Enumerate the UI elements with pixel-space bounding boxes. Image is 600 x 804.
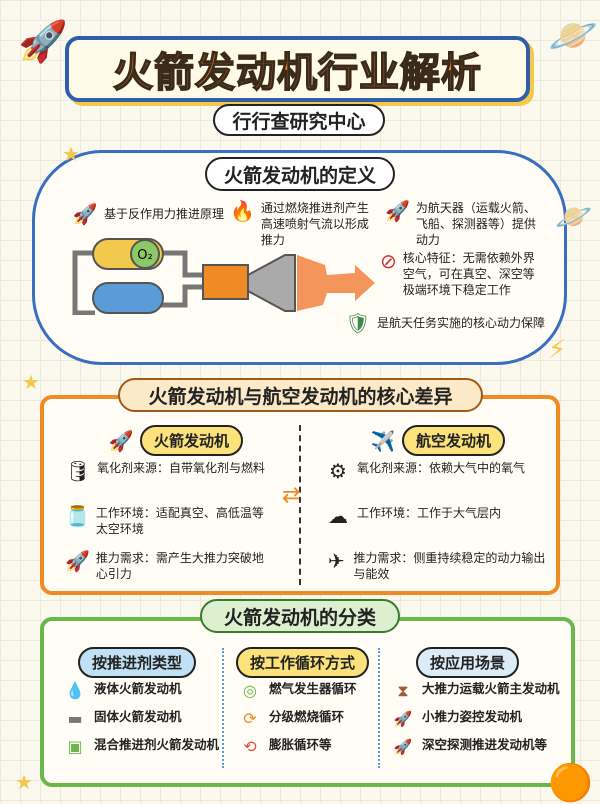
subtitle-pill: 行行查研究中心 (213, 104, 385, 136)
definition-point: 🚀基于反作用力推进原理 (72, 202, 225, 226)
rocket-engine-illustration: O₂ (72, 238, 375, 315)
application-list: ⧗大推力运载火箭主发动机 🚀小推力姿控发动机 🚀深空探测推进发动机等 (390, 680, 560, 764)
column-cycle-type: 按工作循环方式 (236, 647, 370, 678)
rocket-thrust-icon: 🚀 (65, 549, 90, 573)
planet-decoration-icon: 🪐 (548, 13, 598, 59)
rocket-icon: 🚀 (393, 738, 413, 756)
jet-engine-icon: ⚙ (329, 459, 347, 483)
planet-decoration-icon: 🟠 (548, 763, 593, 804)
aero-engine-label: ✈️航空发动机 (370, 425, 506, 456)
gas-generator-icon: ◎ (243, 681, 257, 700)
rocket-icon: 🚀 (108, 428, 134, 453)
rocket-decoration-icon: 🚀 (18, 19, 68, 65)
column-propellant-type: 按推进剂类型 (78, 647, 197, 678)
definition-point: 🛡是航天任务实施的核心动力保障 (345, 311, 546, 335)
airplane-icon: ✈️ (370, 428, 396, 453)
o2-label: O₂ (137, 248, 152, 263)
definition-point: 🔥通过燃烧推进剂产生高速喷射气流以形成推力 (230, 199, 369, 247)
star-icon: ★ (62, 142, 80, 166)
oxidizer-tank-icon: 🛢 (65, 459, 91, 483)
nozzle-icon: ⧗ (397, 681, 409, 700)
cycle-arrows-icon: ⟳ (243, 709, 257, 728)
cycle-list: ◎燃气发生器循环 ⟳分级燃烧循环 ⟲膨胀循环等 (237, 680, 357, 764)
exchange-arrows-icon: ⇄ (282, 483, 301, 508)
star-icon: ★ (15, 770, 33, 794)
no-air-icon: ⊘ (380, 249, 397, 273)
droplet-icon: 💧 (65, 681, 85, 700)
fuel-can-icon: ▣ (67, 737, 83, 756)
rocket-list: 🛢氧化剂来源：自带氧化剂与燃料 🫙工作环境：适配真空、高低温等太空环境 🚀推力需… (65, 459, 266, 581)
propellant-list: 💧液体火箭发动机 ▬固体火箭发动机 ▣混合推进剂火箭发动机 (62, 680, 219, 764)
shield-check-icon: 🛡 (345, 311, 371, 335)
page-title: 火箭发动机行业解析 (112, 49, 482, 97)
divider (222, 648, 224, 768)
definition-heading: 火箭发动机的定义 (205, 157, 395, 191)
airplane-icon: ✈ (327, 549, 345, 573)
jar-thermometer-icon: 🫙 (65, 504, 90, 528)
comparison-heading: 火箭发动机与航空发动机的核心差异 (118, 378, 483, 412)
fire-icon: 🔥 (230, 199, 255, 223)
cycle-arrows-icon: ⟲ (243, 737, 257, 756)
solid-bar-icon: ▬ (67, 709, 83, 728)
rocket-icon: 🚀 (72, 202, 98, 226)
divider (378, 648, 380, 768)
title-banner: 火箭发动机行业解析 (65, 36, 530, 102)
rocket-icon: 🚀 (385, 199, 410, 223)
divider (299, 425, 301, 585)
rocket-engine-label: 🚀火箭发动机 (108, 425, 244, 456)
classification-heading: 火箭发动机的分类 (200, 599, 400, 633)
planet-decoration-icon: 🪐 (555, 200, 593, 235)
aero-list: ⚙氧化剂来源：依赖大气中的氧气 ☁工作环境：工作于大气层内 ✈推力需求：侧重持续… (325, 460, 550, 595)
cloud-thermometer-icon: ☁ (328, 504, 348, 528)
lightning-icon: ⚡ (548, 335, 567, 365)
definition-point: ⊘核心特征：无需依赖外界空气，可在真空、深空等极端环境下稳定工作 (380, 249, 535, 297)
star-icon: ★ (22, 370, 40, 394)
rocket-icon: 🚀 (393, 710, 413, 728)
definition-point: 🚀为航天器（运载火箭、飞船、探测器等）提供动力 (385, 199, 536, 247)
column-application: 按应用场景 (416, 647, 520, 678)
